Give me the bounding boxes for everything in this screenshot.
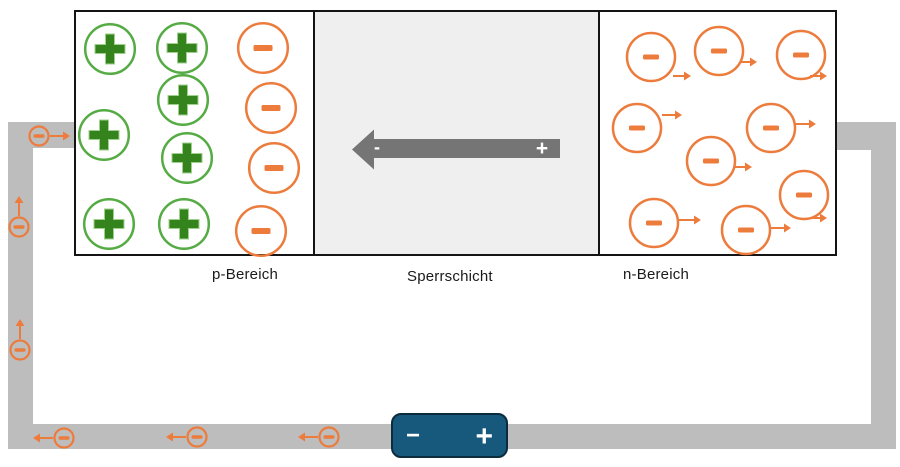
wire-right-vertical (871, 122, 896, 449)
field-arrow-minus-label: - (374, 137, 380, 157)
depletion-region: - + (313, 12, 600, 254)
wire-right-stub (837, 122, 896, 150)
p-region-label: p-Bereich (212, 266, 278, 283)
electric-field-arrow: - + (352, 129, 560, 170)
semiconductor-box: - + (74, 10, 837, 256)
depletion-region-label: Sperrschicht (407, 268, 493, 285)
n-region-label: n-Bereich (623, 266, 689, 283)
battery-plus-terminal: + (475, 419, 493, 453)
field-arrow-plus-label: + (536, 137, 548, 160)
battery-minus-terminal: − (406, 421, 421, 449)
field-arrow-shape (352, 129, 560, 170)
wire-left-vertical (8, 122, 33, 449)
battery: − + (391, 413, 508, 458)
n-region (600, 12, 835, 254)
p-region (76, 12, 313, 254)
